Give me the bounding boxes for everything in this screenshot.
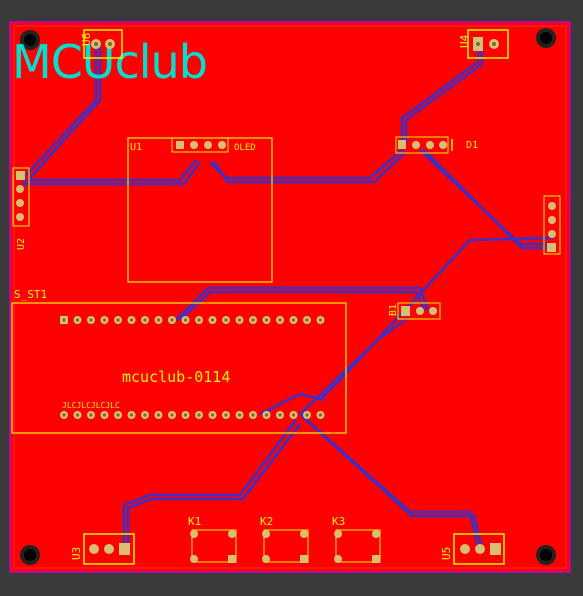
module-pin-hole (251, 413, 255, 417)
module-pin-hole (305, 318, 309, 322)
copper-traces (22, 44, 553, 549)
module-pin-hole (116, 318, 120, 322)
u1-oled-module: U1 OLED (127, 137, 273, 283)
module-pin-hole (75, 318, 80, 322)
module-pin-hole (291, 413, 296, 417)
k3-button: K3 (332, 515, 381, 563)
k1-button: K1 (188, 515, 237, 563)
module-pin-hole (278, 318, 282, 322)
jlc-mark: JLCJLCJLCJLC (62, 401, 120, 410)
module-pin-hole (237, 318, 242, 322)
module-pin-hole (264, 413, 269, 417)
k2-label: K2 (260, 515, 273, 528)
u6-connector: U6 (80, 29, 123, 59)
module-pin-hole (197, 318, 201, 322)
module-top-pin-row (60, 316, 325, 324)
mounting-holes (20, 28, 556, 565)
module-pin-hole (170, 413, 174, 417)
module-bottom-pin-row (60, 411, 325, 419)
module-pin-hole (264, 318, 269, 322)
model-label: mcuclub-0114 (122, 368, 230, 386)
u2-header: U2 (12, 167, 30, 250)
u5-connector: U5 (440, 533, 505, 565)
module-pin-hole (129, 413, 134, 417)
module-pin-hole (170, 318, 174, 322)
d1-label: D1 (466, 140, 478, 151)
module-pin-hole (305, 413, 309, 417)
module-pin-hole (224, 318, 228, 322)
module-pin-hole (116, 413, 120, 417)
k3-label: K3 (332, 515, 345, 528)
d1-header: D1 (395, 136, 478, 154)
u1-value: OLED (234, 143, 256, 153)
module-pin-hole (197, 413, 201, 417)
k1-label: K1 (188, 515, 201, 528)
module-pin-hole (129, 318, 134, 322)
module-pin-hole (318, 413, 323, 417)
module-pin-hole (318, 318, 323, 322)
u4-connector: U4 (458, 29, 509, 59)
module-pin-hole (89, 318, 93, 322)
module-pin-hole (143, 318, 147, 322)
board-outline (9, 21, 571, 573)
module-pin-hole (237, 413, 242, 417)
module-pin-hole (278, 413, 282, 417)
module-pin-hole (183, 318, 188, 322)
module-pin-hole (251, 318, 255, 322)
module-pin-hole (75, 413, 80, 417)
module-pin-hole (62, 413, 66, 417)
u5-label: U5 (440, 547, 453, 560)
u3-label: U3 (70, 547, 83, 560)
s-st1-label: S_ST1 (14, 288, 47, 301)
module-pin-hole (183, 413, 188, 417)
module-pin-hole (102, 413, 107, 417)
module-pin-hole (62, 318, 66, 322)
module-pin-hole (156, 413, 161, 417)
b1-connector: B1 (388, 302, 441, 320)
module-pin-hole (156, 318, 161, 322)
module-pin-hole (210, 318, 215, 322)
u4-label: U4 (458, 34, 471, 48)
u1-label: U1 (130, 142, 142, 153)
s-st1-module: S_ST1 mcuclub-0114 JLCJLCJLCJLC (11, 288, 347, 434)
module-pin-hole (210, 413, 215, 417)
module-pin-hole (89, 413, 93, 417)
module-pin-hole (291, 318, 296, 322)
u2-label: U2 (16, 238, 27, 250)
u6-label: U6 (80, 33, 93, 46)
module-pin-hole (143, 413, 147, 417)
u3-connector: U3 (70, 533, 135, 565)
module-pin-hole (102, 318, 107, 322)
board-inner-edge (13, 25, 567, 569)
b1-label: B1 (388, 304, 399, 316)
module-pin-hole (224, 413, 228, 417)
right-vertical-header (543, 195, 561, 255)
k2-button: K2 (260, 515, 309, 563)
